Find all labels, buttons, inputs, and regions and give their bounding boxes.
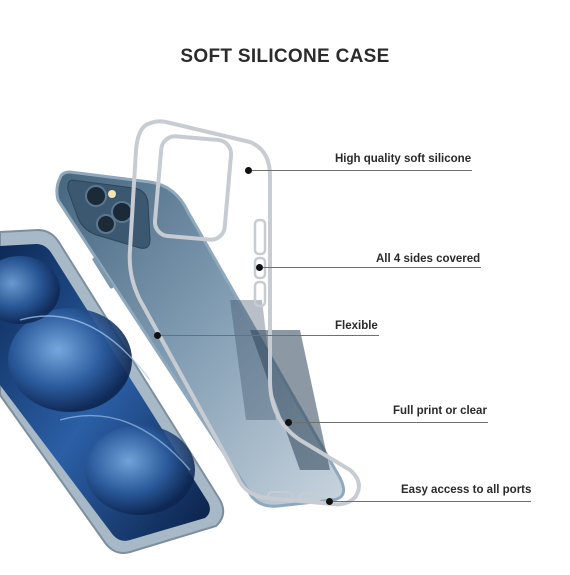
callout-label-print: Full print or clear [393, 405, 487, 417]
callout-dot-ports [326, 498, 333, 505]
callout-line-silicone [252, 170, 472, 171]
callout-dot-print [285, 419, 292, 426]
callout-label-silicone: High quality soft silicone [335, 153, 472, 165]
phone-front-screen [0, 228, 225, 554]
callout-line-ports [333, 501, 531, 502]
callout-line-sides [263, 267, 481, 268]
clear-case [127, 119, 361, 507]
callout-line-print [292, 422, 488, 423]
product-title: SOFT SILICONE CASE [180, 46, 390, 67]
callout-dot-sides [256, 264, 263, 271]
callout-label-ports: Easy access to all ports [401, 484, 532, 496]
callout-dot-silicone [245, 167, 252, 174]
callout-label-sides: All 4 sides covered [376, 253, 481, 265]
callout-dot-flexible [154, 332, 161, 339]
callout-line-flexible [161, 335, 379, 336]
callout-label-flexible: Flexible [335, 320, 378, 332]
